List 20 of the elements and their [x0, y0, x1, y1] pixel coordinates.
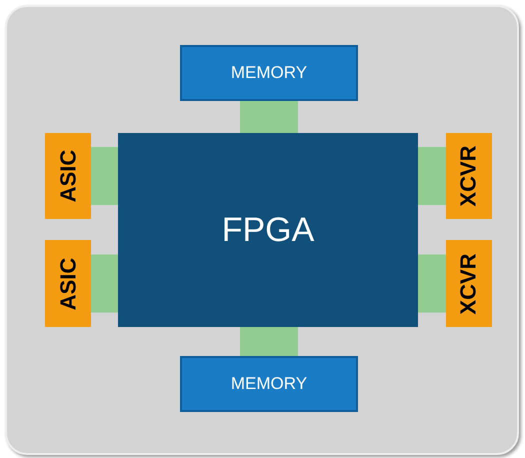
chip-box	[45, 240, 91, 327]
chip-box	[45, 133, 91, 219]
memory-box	[180, 45, 358, 101]
connector-band	[240, 327, 298, 356]
chip-label: ASIC	[55, 150, 81, 202]
connector-band	[91, 254, 118, 312]
fpga-box	[118, 133, 418, 327]
connector-band	[240, 101, 298, 133]
chip-label: XCVR	[456, 252, 482, 314]
memory-box	[180, 356, 358, 412]
chip-label: FPGA	[222, 210, 314, 250]
chip-box	[446, 240, 492, 327]
connector-band	[418, 147, 446, 205]
chip-box	[446, 133, 492, 219]
connector-band	[91, 147, 118, 205]
connector-band	[418, 254, 446, 312]
chip-label: MEMORY	[230, 374, 308, 394]
chip-label: XCVR	[456, 145, 482, 207]
chip-label: ASIC	[55, 257, 81, 310]
chip-label: MEMORY	[230, 63, 308, 83]
